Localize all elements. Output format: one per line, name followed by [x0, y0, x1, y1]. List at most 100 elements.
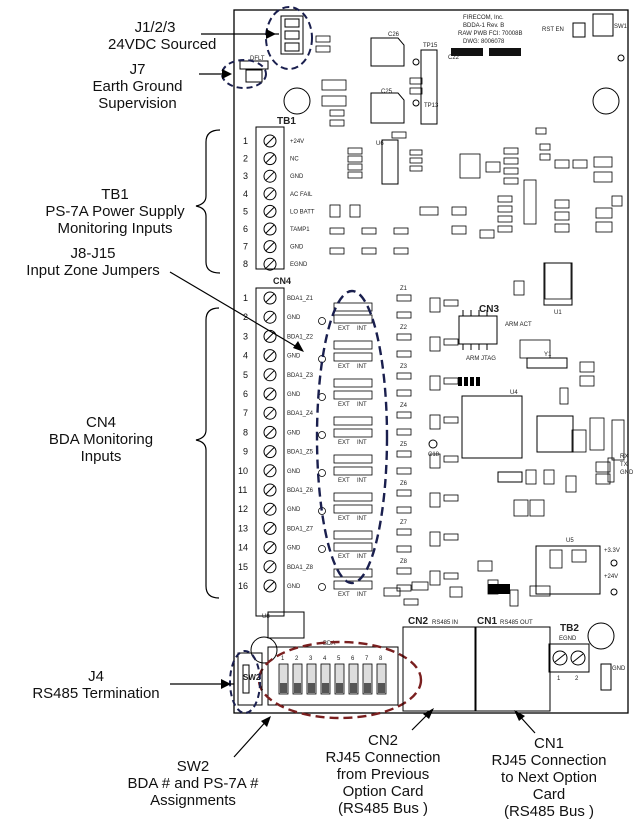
cn4-terminal: 6 GND [243, 387, 301, 401]
zone-diode: Z1 [396, 286, 459, 319]
svg-text:+3.3V: +3.3V [604, 548, 620, 554]
cn4-terminal-label: BDA1_Z8 [287, 565, 314, 571]
tb1-terminal-number: 1 [243, 136, 248, 146]
svg-text:U8: U8 [262, 614, 270, 620]
svg-text:C18: C18 [428, 452, 440, 458]
j4-highlight [229, 650, 261, 714]
sw2-position-number: 4 [323, 656, 327, 662]
svg-text:GND: GND [612, 666, 626, 672]
cap-c25 [370, 92, 405, 124]
cn4-terminal-number: 11 [238, 485, 247, 495]
tb1-terminal-label: AC FAIL [290, 192, 313, 198]
sw2-position: 4 [320, 656, 331, 695]
jumper-int-label: INT [357, 326, 367, 332]
cn2-rj45 [402, 626, 476, 712]
cn4-terminal-number: 6 [243, 389, 248, 399]
zone-diode: Z2 [396, 325, 459, 358]
tb1-terminal-number: 7 [243, 242, 248, 252]
cn4-terminal-number: 13 [238, 523, 248, 533]
svg-text:RAW PWB FCI: 70008B: RAW PWB FCI: 70008B [458, 31, 522, 37]
sw2-position: 1 [278, 656, 289, 695]
tb1-terminal-label: GND [290, 245, 304, 251]
cn4-terminal-label: GND [287, 584, 301, 590]
tb1-terminal-block [255, 126, 285, 270]
cn4-terminal-number: 3 [243, 331, 248, 341]
svg-text:DWG: 8006078: DWG: 8006078 [463, 39, 505, 45]
zone-diode: Z5 [396, 442, 459, 475]
cn4-title: CN4 [273, 276, 291, 286]
switch-sw1 [592, 13, 614, 37]
tb2-title: TB2 [560, 623, 579, 634]
j8-j15-highlight [315, 289, 389, 585]
jumper-ext-label: EXT [338, 554, 350, 560]
zone-diode: Z7 [396, 520, 459, 553]
inductor-l5 [497, 471, 523, 483]
sw2-position: 8 [376, 656, 387, 695]
tb1-terminal-label: +24V [290, 139, 304, 145]
cn4-terminal-label: GND [287, 546, 301, 552]
cn1-board-label: CN1 [477, 616, 497, 627]
zone-diode-label: Z6 [400, 481, 408, 487]
cn4-terminal-label: BDA1_Z5 [287, 450, 314, 456]
chip-u7 [420, 49, 438, 125]
tb1-terminal: 1 +24V [243, 134, 304, 148]
cn4-terminal-label: GND [287, 392, 301, 398]
jtag-pins [458, 377, 480, 386]
svg-text:TX: TX [620, 462, 628, 468]
tb1-terminal-number: 6 [243, 224, 248, 234]
svg-text:ARM ACT: ARM ACT [505, 322, 532, 328]
svg-text:2: 2 [575, 676, 579, 682]
tb1-terminal-number: 5 [243, 206, 248, 216]
svg-text:GND: GND [620, 470, 634, 476]
svg-text:U1: U1 [554, 310, 562, 316]
cn4-terminal-number: 8 [243, 427, 248, 437]
svg-text:U5: U5 [566, 538, 574, 544]
j4-jumper [237, 652, 263, 706]
zone-diode-label: Z8 [400, 559, 408, 565]
mounting-hole [250, 636, 278, 664]
zone-diode: Z4 [396, 403, 459, 436]
cn4-terminal-number: 12 [238, 504, 248, 514]
sw2-position-number: 3 [309, 656, 313, 662]
chip-u1 [543, 262, 573, 306]
part-tp13: TP13 [424, 103, 439, 109]
chip-u4 [461, 395, 523, 459]
part-c26: C26 [388, 32, 400, 38]
parts-field [315, 35, 625, 607]
jumper-ext-label: EXT [338, 364, 350, 370]
tb1-terminal-number: 3 [243, 171, 248, 181]
cn4-terminal-number: 15 [238, 562, 248, 572]
cn4-terminal-label: GND [287, 430, 301, 436]
cn1-rj45 [475, 626, 551, 712]
jumper-ext-label: EXT [338, 326, 350, 332]
title-block: FIRECOM, Inc. BDDA-1 Rev. B RAW PWB FCI:… [451, 15, 522, 56]
callout-lines [169, 33, 536, 758]
cn4-terminal-label: GND [287, 315, 301, 321]
cn3-header [458, 315, 498, 345]
sw2-position-number: 2 [295, 656, 299, 662]
j7-highlight [221, 59, 267, 89]
jumper-int-label: INT [357, 478, 367, 484]
mounting-hole [592, 87, 620, 115]
zone-diode-label: Z1 [400, 286, 408, 292]
cn4-terminal-number: 7 [243, 408, 248, 418]
cn4-terminal-block [255, 287, 285, 617]
svg-text:U4: U4 [510, 390, 518, 396]
zone-diode-label: Z3 [400, 364, 408, 370]
crystal-y1 [526, 357, 568, 369]
jumper-int-label: INT [357, 516, 367, 522]
